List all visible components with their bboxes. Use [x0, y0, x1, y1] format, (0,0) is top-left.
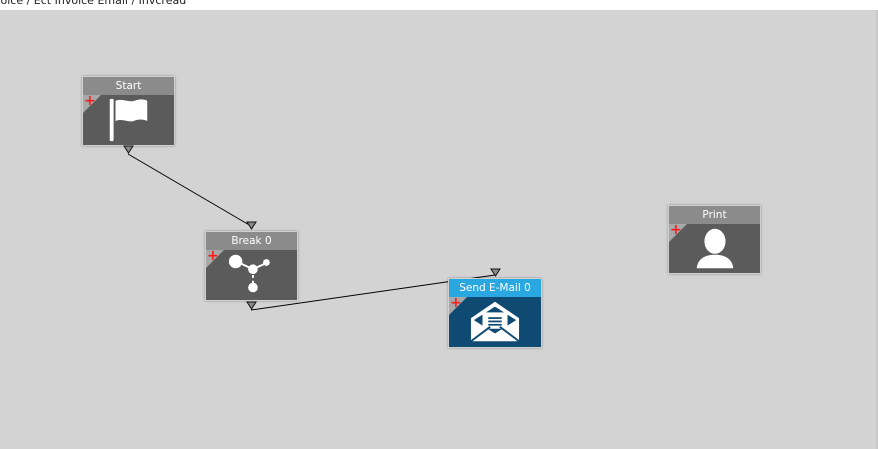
- corner-marker: [83, 95, 101, 113]
- corner-marker: [449, 297, 467, 315]
- breadcrumb: voice / Ect Invoice Email / Invcread: [0, 0, 187, 7]
- node-send-email[interactable]: Send E-Mail 0 +: [448, 278, 542, 348]
- output-port[interactable]: [123, 145, 134, 154]
- add-icon[interactable]: +: [450, 295, 462, 311]
- add-icon[interactable]: +: [670, 222, 682, 238]
- corner-marker: [669, 224, 687, 242]
- output-port[interactable]: [246, 301, 257, 310]
- corner-marker: [206, 250, 224, 268]
- node-title: Print: [669, 206, 760, 224]
- input-port[interactable]: [246, 221, 257, 230]
- node-start[interactable]: Start +: [82, 76, 175, 146]
- canvas-edge: [876, 10, 878, 449]
- person-icon: [696, 228, 734, 269]
- branch-icon: [228, 254, 270, 293]
- node-title: Break 0: [206, 232, 297, 250]
- node-break[interactable]: Break 0 +: [205, 231, 298, 301]
- add-icon[interactable]: +: [207, 248, 219, 264]
- node-print[interactable]: Print +: [668, 205, 761, 274]
- add-icon[interactable]: +: [84, 93, 96, 109]
- envelope-icon: [470, 301, 520, 342]
- node-title: Start: [83, 77, 174, 95]
- flag-icon: [109, 98, 148, 142]
- node-title: Send E-Mail 0: [449, 279, 541, 297]
- input-port[interactable]: [490, 268, 501, 277]
